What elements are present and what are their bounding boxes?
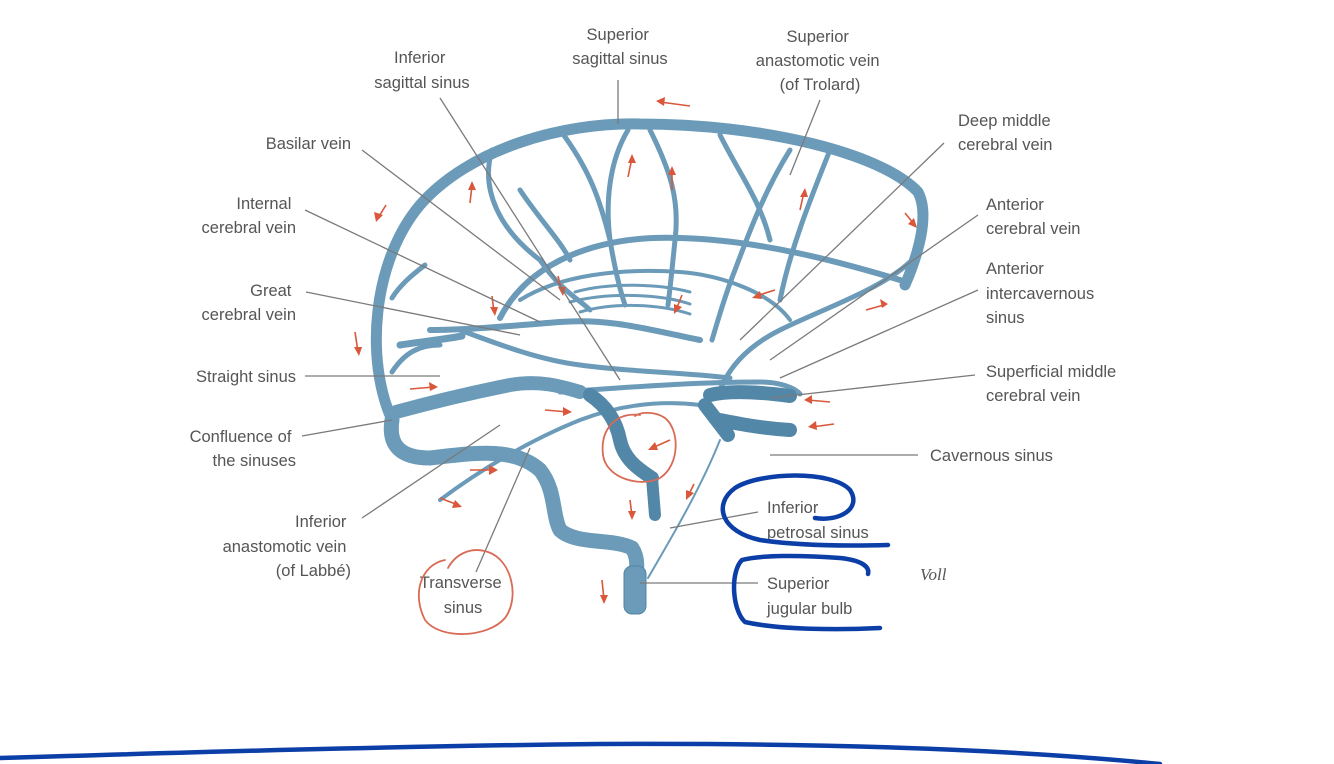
superficial-middle-cerebral-vein-shape <box>557 379 803 397</box>
straight-sinus-shape <box>389 376 587 419</box>
leader-anterior-cerebral-vein <box>769 214 979 361</box>
flow-arrows <box>354 97 917 604</box>
label-anterior-intercavernous-sinus: Anterior intercavernous sinus <box>986 260 1099 327</box>
inferior-petrosal-sinus-shape <box>647 439 721 579</box>
blue-bracket-jugular-annotation <box>731 553 883 632</box>
flow-arrow <box>904 212 917 228</box>
flow-arrow <box>804 395 831 404</box>
internal-cerebral-vein-shape <box>427 318 703 343</box>
flow-arrow <box>656 97 691 107</box>
flow-arrow <box>627 154 636 178</box>
label-straight-sinus: Straight sinus <box>196 368 296 386</box>
leader-lines <box>301 80 979 584</box>
leader-superior-anastomotic-vein <box>789 99 821 176</box>
label-deep-middle-cerebral-vein: Deep middle cerebral vein <box>958 112 1055 154</box>
flow-arrow <box>668 166 676 190</box>
label-confluence-of-sinuses: Confluence of the sinuses <box>190 428 296 470</box>
flow-arrow <box>752 289 776 299</box>
flow-arrow <box>799 188 808 211</box>
flow-arrow <box>409 382 438 391</box>
leader-inferior-anastomotic-vein <box>361 424 501 519</box>
flow-arrow <box>354 331 362 356</box>
superior-anastomotic-vein-shape <box>709 147 793 343</box>
cortical-vein-4 <box>647 127 679 308</box>
leader-internal-cerebral-vein <box>304 209 541 323</box>
label-internal-cerebral-vein: Internal cerebral vein <box>202 195 296 237</box>
flow-arrow <box>374 204 387 222</box>
flow-arrow <box>600 579 608 604</box>
cortical-vein-2 <box>517 187 573 263</box>
leader-inferior-petrosal-sinus <box>669 511 759 529</box>
flow-arrow <box>674 294 683 314</box>
annotations <box>0 411 1163 764</box>
flow-arrow <box>544 407 572 416</box>
flow-arrow <box>865 299 888 311</box>
cortical-vein-5 <box>777 147 833 303</box>
flow-arrow <box>686 483 695 500</box>
leader-superficial-middle-cerebral-vein <box>769 374 976 399</box>
transverse-sigmoid-sinus-shape <box>383 412 645 598</box>
flow-arrow <box>468 181 476 204</box>
leader-confluence-of-sinuses <box>301 419 393 437</box>
label-great-cerebral-vein: Great cerebral vein <box>202 282 296 324</box>
flow-arrow <box>648 439 671 450</box>
label-basilar-vein: Basilar vein <box>266 135 351 153</box>
basilar-vein-shape <box>457 327 733 381</box>
label-anterior-cerebral-vein: Anterior cerebral vein <box>986 196 1080 238</box>
jugular-bulb-shape <box>623 565 647 615</box>
red-circle-sigmoid-annotation <box>601 411 677 483</box>
cortical-vein-6 <box>557 127 613 243</box>
petrosal-descending-segment <box>646 472 661 521</box>
leader-anterior-intercavernous-sinus <box>779 289 979 379</box>
superior-sagittal-sinus-shape <box>370 118 929 426</box>
sigmoid-sinus-segment-shape <box>583 388 659 485</box>
label-inferior-anastomotic-vein: Inferior anastomotic vein (of Labbé) <box>223 513 351 580</box>
leader-great-cerebral-vein <box>305 291 521 336</box>
occipital-branch-2 <box>389 262 428 301</box>
leader-basilar-vein <box>361 149 561 301</box>
blue-underline-stroke <box>0 741 1163 764</box>
artist-credit: Voll <box>920 565 947 584</box>
flow-arrow <box>439 497 462 508</box>
leader-inferior-sagittal-sinus <box>439 97 621 381</box>
flow-arrow <box>470 465 498 475</box>
label-transverse-sinus: Transverse sinus <box>420 574 507 617</box>
label-superior-anastomotic-vein: Superior anastomotic vein (of Trolard) <box>756 28 884 94</box>
inferior-anastomotic-vein-shape <box>438 401 702 502</box>
label-inferior-sagittal-sinus: Inferior sagittal sinus <box>374 49 469 92</box>
leader-deep-middle-cerebral-vein <box>739 142 945 341</box>
occipital-branch-1 <box>389 342 443 375</box>
blue-loop-inferior-petrosal-annotation <box>720 473 891 548</box>
cortical-vein-7 <box>717 132 773 243</box>
anterior-cerebral-vein-shape <box>717 259 913 393</box>
label-inferior-petrosal-sinus: Inferior petrosal sinus <box>767 499 869 542</box>
great-cerebral-vein-shape <box>396 332 466 349</box>
red-circle-transverse-annotation <box>417 549 514 635</box>
flow-arrow <box>808 421 835 430</box>
label-superficial-middle-cerebral-vein: Superficial middle cerebral vein <box>986 363 1121 405</box>
cavernous-sinus-shape <box>698 385 797 442</box>
cortical-vein-3 <box>605 127 631 308</box>
inferior-sagittal-sinus-shape <box>497 234 903 321</box>
cortical-vein-1 <box>486 147 593 313</box>
label-superior-jugular-bulb: Superior jugular bulb <box>766 575 852 618</box>
label-cavernous-sinus: Cavernous sinus <box>930 447 1053 465</box>
leader-transverse-sinus <box>475 447 531 573</box>
flow-arrow <box>557 275 566 296</box>
flow-arrow <box>628 499 636 520</box>
label-superior-sagittal-sinus: Superior sagittal sinus <box>572 26 667 68</box>
labels: Inferior sagittal sinus Superior sagitta… <box>190 26 1121 618</box>
